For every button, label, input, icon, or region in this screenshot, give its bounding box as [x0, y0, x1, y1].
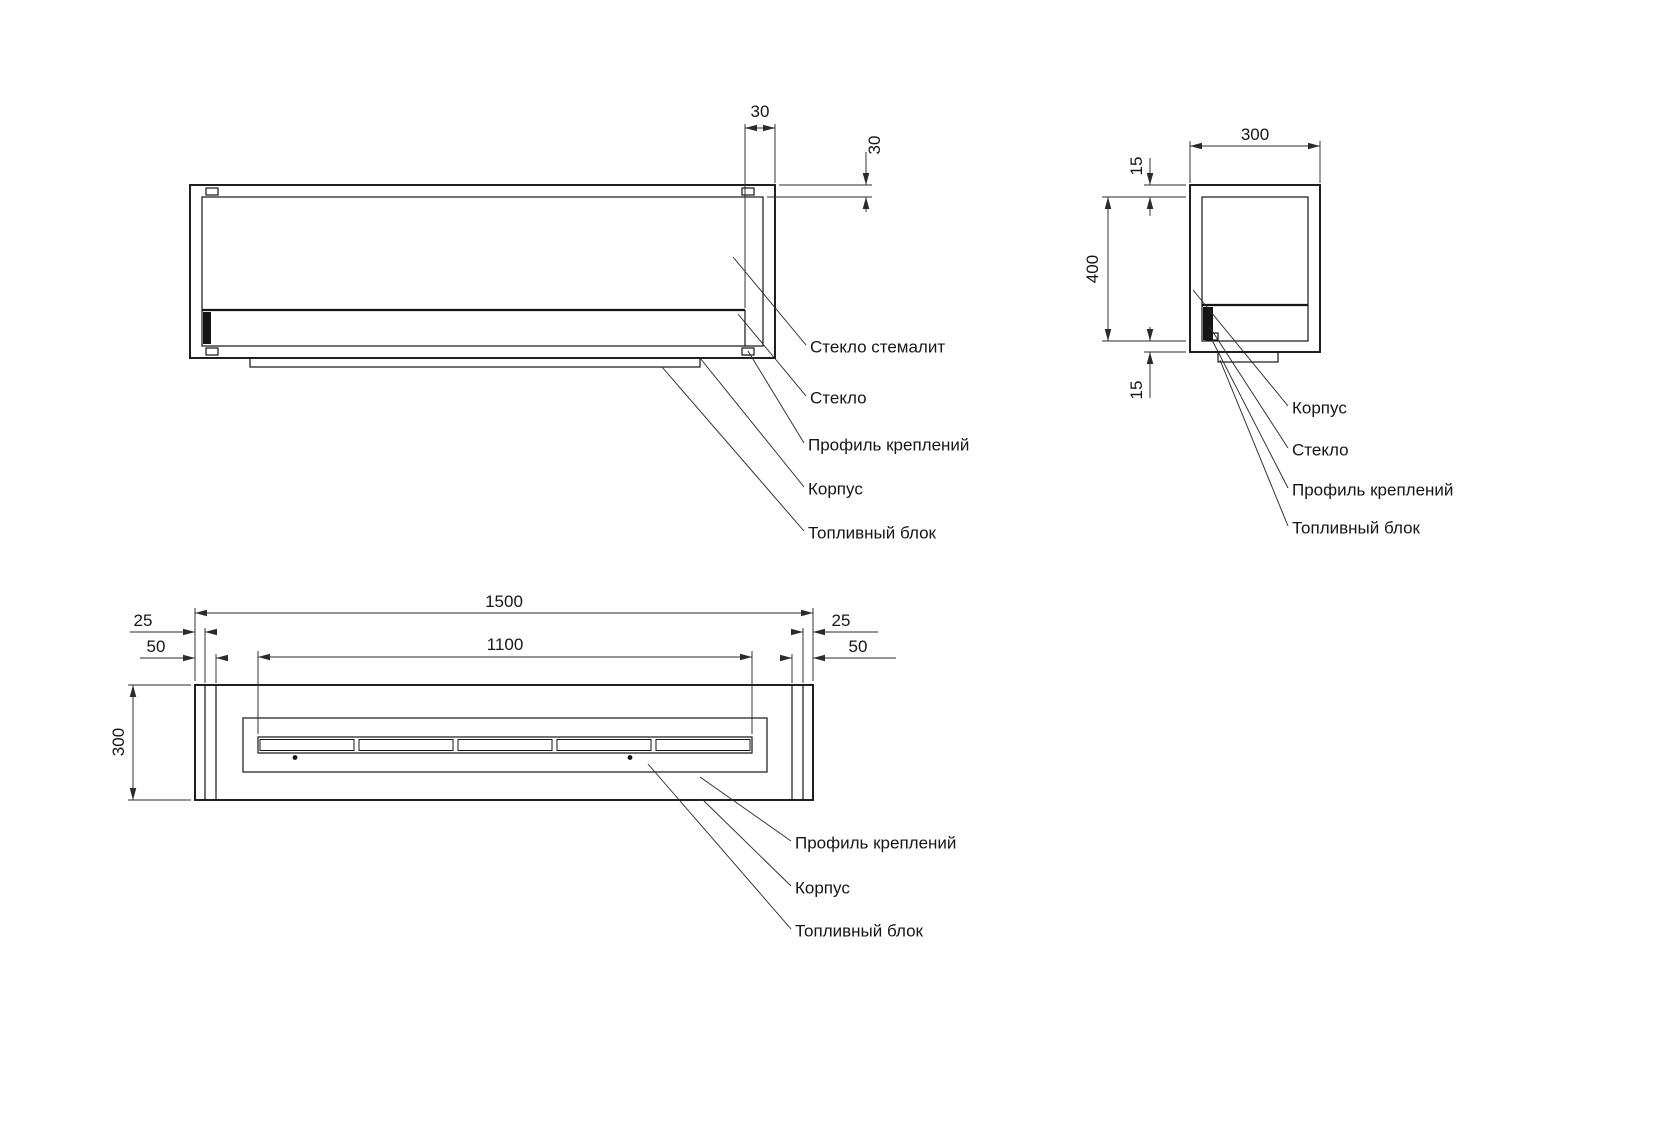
side-dim-top-plate: 15 — [1127, 157, 1186, 216]
top-leader-body — [701, 798, 792, 887]
top-dim-overall-length: 1500 — [194, 592, 814, 681]
front-label-body: Корпус — [808, 480, 863, 499]
front-dim-offset-top: 30 — [767, 136, 884, 212]
front-dim-offset-right: 30 — [744, 102, 776, 308]
front-body-outline — [189, 184, 776, 359]
front-leader-glass — [737, 313, 807, 397]
top-burner-strip — [257, 736, 753, 754]
top-dim-right-profile-offset: 50 — [780, 637, 896, 683]
side-leader-body — [1192, 289, 1289, 407]
side-dim-bottom-plate-value: 15 — [1127, 381, 1146, 400]
side-dim-height: 400 — [1083, 196, 1186, 342]
top-dim-left-profile-offset: 50 — [140, 637, 228, 683]
front-leader-body — [699, 357, 805, 488]
top-label-fuel-block: Топливный блок — [795, 922, 924, 941]
side-leader-glass — [1208, 325, 1289, 449]
top-label-mounting-profile: Профиль креплений — [795, 834, 956, 853]
side-leader-fuel-block — [1219, 359, 1289, 527]
top-burner-segment — [358, 739, 454, 751]
front-label-mounting-profile: Профиль креплений — [808, 436, 969, 455]
front-profile-clip-top-right — [741, 187, 755, 196]
side-label-glass: Стекло — [1292, 441, 1349, 460]
side-dim-width: 300 — [1189, 125, 1321, 183]
top-fuel-tray — [242, 717, 768, 773]
side-label-body: Корпус — [1292, 399, 1347, 418]
side-dim-bottom-plate: 15 — [1127, 327, 1186, 399]
top-body-outline — [194, 684, 814, 801]
top-dim-overall-length-value: 1500 — [485, 592, 523, 611]
top-dim-left-edge-offset-value: 25 — [134, 611, 153, 630]
side-label-fuel-block: Топливный блок — [1292, 519, 1421, 538]
top-burner-segment — [556, 739, 652, 751]
side-dim-height-value: 400 — [1083, 255, 1102, 283]
side-leader-mounting-profile — [1211, 339, 1289, 489]
top-dim-right-edge-offset: 25 — [791, 611, 878, 683]
front-profile-clip-top-left — [205, 187, 219, 196]
top-screw-right — [627, 755, 633, 760]
front-profile-clip-bottom-left — [205, 347, 219, 356]
front-inner-frame — [201, 196, 764, 347]
front-dim-offset-top-value: 30 — [865, 136, 884, 155]
top-leader-fuel-block — [647, 763, 792, 930]
side-fuel-block-foot — [1217, 351, 1279, 363]
top-burner-segment — [655, 739, 751, 751]
top-view: 1500 1100 25 50 25 — [109, 592, 956, 941]
side-view: 300 15 400 15 Корпус Стекло Профиль — [1083, 125, 1453, 538]
top-leader-mounting-profile — [699, 776, 792, 842]
top-dim-depth-value: 300 — [109, 728, 128, 756]
front-leader-fuel-block — [661, 366, 805, 532]
side-dim-width-value: 300 — [1241, 125, 1269, 144]
top-burner-segment — [259, 739, 355, 751]
front-glass-edge-bar — [203, 312, 211, 344]
top-dim-burner-length-value: 1100 — [487, 635, 524, 654]
top-dim-depth: 300 — [109, 684, 191, 801]
front-profile-clip-bottom-right — [741, 347, 755, 356]
front-label-glass-tempered: Стекло стемалит — [810, 338, 945, 357]
front-dim-offset-right-value: 30 — [751, 102, 770, 121]
top-label-body: Корпус — [795, 879, 850, 898]
front-label-glass: Стекло — [810, 389, 867, 408]
side-dim-top-plate-value: 15 — [1127, 157, 1146, 176]
top-dim-right-edge-offset-value: 25 — [832, 611, 851, 630]
top-screw-left — [292, 755, 298, 760]
side-inner-frame — [1201, 196, 1309, 342]
side-glass-edge-bar — [1203, 307, 1213, 340]
top-dim-left-profile-offset-value: 50 — [147, 637, 166, 656]
front-leader-glass-tempered — [732, 256, 807, 346]
front-label-fuel-block: Топливный блок — [808, 524, 937, 543]
top-dim-right-profile-offset-value: 50 — [849, 637, 868, 656]
top-burner-segment — [457, 739, 553, 751]
front-leader-mounting-profile — [747, 350, 805, 444]
front-view: 30 30 Стекло стемалит Стекло Профиль кре… — [189, 102, 969, 543]
top-dim-burner-length: 1100 — [257, 635, 753, 734]
side-label-mounting-profile: Профиль креплений — [1292, 481, 1453, 500]
top-dim-left-edge-offset: 25 — [130, 611, 217, 683]
front-fuel-block-strip — [249, 357, 701, 368]
